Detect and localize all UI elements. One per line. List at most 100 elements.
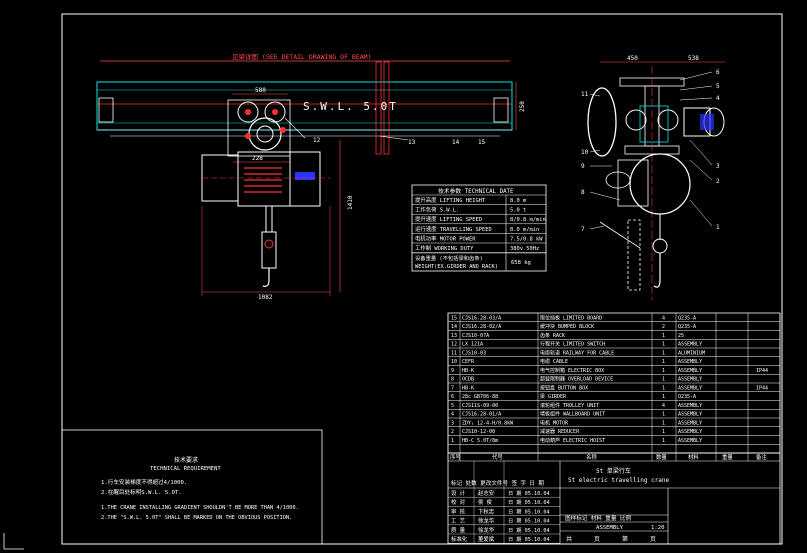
dim-580: 580	[255, 87, 266, 94]
callout-11: 11	[581, 91, 589, 98]
part-name: 超载限制器 OVERLOAD DEVICE	[540, 376, 613, 383]
sign-name: 侯 俊	[478, 498, 493, 506]
sign-date: 日 期 05.10.04	[508, 518, 550, 525]
push-button-cable	[599, 221, 641, 249]
part-material: 25	[678, 333, 684, 339]
part-qty: 1	[662, 429, 665, 435]
part-code: LX 121A	[462, 342, 483, 348]
part-qty: 1	[662, 342, 665, 348]
ucs-axis-icon	[3, 533, 24, 550]
dim-1082: 1082	[258, 294, 273, 301]
header-name: 名称	[586, 453, 597, 461]
part-qty: 1	[662, 420, 665, 426]
part-name: 墙板组件 WALLBOARD UNIT	[540, 411, 605, 418]
part-qty: 1	[662, 394, 665, 400]
title-cn: 5t 单梁行车	[596, 467, 631, 475]
part-code: CJS16.28-02/A	[462, 324, 501, 330]
part-note: IP44	[756, 385, 768, 391]
part-name: 电缆轨道 RAILWAY FOR CABLE	[540, 349, 614, 356]
title-en: 5t electric travelling crane	[568, 477, 670, 484]
requirement-title-cn: 技术要求	[174, 456, 198, 464]
sign-date: 日 期 05.10.04	[508, 490, 550, 497]
part-code: CJS16.28-03/A	[462, 315, 501, 321]
sheet-no-label: 第	[622, 535, 628, 543]
sign-name: 卞秋忠	[478, 507, 495, 515]
part-code: 28c GB706-88	[462, 394, 498, 400]
part-name: 电机 MOTOR	[540, 419, 569, 426]
sign-name: 徐龙华	[478, 526, 495, 534]
part-code: CJS10-03	[462, 350, 486, 356]
part-no: 6	[451, 394, 454, 400]
callout-10: 10	[581, 149, 589, 156]
part-qty: 1	[662, 368, 665, 374]
part-material: Q235-A	[678, 394, 696, 400]
tech-row-value: 8/0.8 m/min	[510, 217, 546, 223]
sign-role: 校 对	[451, 498, 466, 506]
part-code: CJS16.28-01/A	[462, 412, 501, 418]
part-code: CJS10-12-00	[462, 429, 495, 435]
part-qty: 1	[662, 438, 665, 444]
tech-row-label: 工作负荷 S.W.L.	[415, 206, 459, 214]
motor-label-plate	[295, 172, 315, 180]
dim-1410: 1410	[347, 195, 354, 210]
dim-228: 228	[252, 155, 263, 162]
part-qty: 2	[662, 324, 665, 330]
part-no: 9	[451, 368, 454, 374]
part-material: Q235-A	[678, 315, 696, 321]
sign-name: 董爱斌	[478, 535, 495, 543]
title-block: 5t 单梁行车 5t electric travelling crane 标记 …	[447, 452, 781, 545]
part-qty: 1	[662, 377, 665, 383]
dim-538: 538	[688, 55, 699, 62]
sign-role: 标准化	[451, 535, 468, 543]
weight-value: 658 kg	[511, 260, 531, 266]
part-name: 电气控制箱 ELECTRIC BOX	[540, 367, 604, 374]
part-name: 电动葫芦 ELECTRIC HOIST	[540, 437, 605, 444]
part-no: 14	[451, 324, 457, 330]
header-no: 序号	[450, 453, 461, 461]
requirement-line-4: 2.THE "S.W.L. 5.0T" SHALL BE MARKED ON T…	[101, 515, 292, 521]
tech-row-label: 工作制 WORKING DUTY	[415, 244, 474, 252]
sheet-total-unit: 页	[594, 536, 600, 543]
part-material: ASSEMBLY	[678, 359, 702, 365]
assembly-label: ASSEMBLY	[596, 525, 624, 531]
part-material: ASSEMBLY	[678, 377, 702, 383]
part-material: ASSEMBLY	[678, 438, 702, 444]
tech-row-value: 8.0 m/min	[510, 227, 539, 233]
part-qty: 1	[662, 333, 665, 339]
technical-requirement-box: 技术要求 TECHNICAL REQUIREMENT 1.行车安装梯度不得超过4…	[61, 429, 323, 545]
part-no: 5	[451, 403, 454, 409]
part-qty: 1	[662, 412, 665, 418]
header-weight: 重量	[722, 453, 733, 461]
part-name: 梁 GIRDER	[540, 393, 567, 400]
header-material: 材料	[688, 453, 699, 461]
part-no: 13	[451, 333, 457, 339]
sheet-border	[61, 13, 783, 545]
technical-data-table: 技术参数 TECHNICAL DATE 提升高度 LIFTING HEIGHT 8…	[411, 184, 547, 272]
dim-250: 250	[519, 101, 526, 112]
part-material: ASSEMBLY	[678, 385, 702, 391]
callout-2: 2	[716, 178, 720, 185]
requirement-line-3: 1.THE CRANE INSTALLING GRADIENT SHOULDN'…	[101, 505, 299, 511]
sign-role: 质 量	[451, 526, 466, 534]
tech-data-title: 技术参数 TECHNICAL DATE	[438, 187, 514, 195]
sign-header: 标记 处数 更改文件号 签 字 日 期	[451, 479, 544, 487]
header-note: 备注	[756, 453, 767, 461]
requirement-line-2: 2.在醒目处标明S.W.L. 5.0T.	[101, 488, 182, 496]
part-material: ASSEMBLY	[678, 403, 702, 409]
stage-header: 图样标记 材料 重量 比例	[565, 514, 631, 522]
part-qty: 4	[662, 403, 665, 409]
sign-role: 设 计	[451, 489, 466, 497]
header-qty: 数量	[656, 453, 667, 461]
part-qty: 1	[662, 385, 665, 391]
part-code: CJS10-07A	[462, 333, 489, 339]
sign-rows: 设 计赵志安日 期 05.10.04校 对侯 俊日 期 05.10.04审 核卞…	[448, 461, 560, 544]
part-no: 8	[451, 377, 454, 383]
trolley-wheel-left	[237, 101, 259, 123]
callout-5: 5	[716, 83, 720, 90]
left-stopper	[98, 97, 114, 123]
part-material: ALUMINIUM	[678, 350, 705, 356]
tech-row-label: 提升高度 LIFTING HEIGHT	[415, 196, 486, 204]
part-material: ASSEMBLY	[678, 429, 702, 435]
callout-3: 3	[716, 163, 720, 170]
part-no: 11	[451, 350, 457, 356]
